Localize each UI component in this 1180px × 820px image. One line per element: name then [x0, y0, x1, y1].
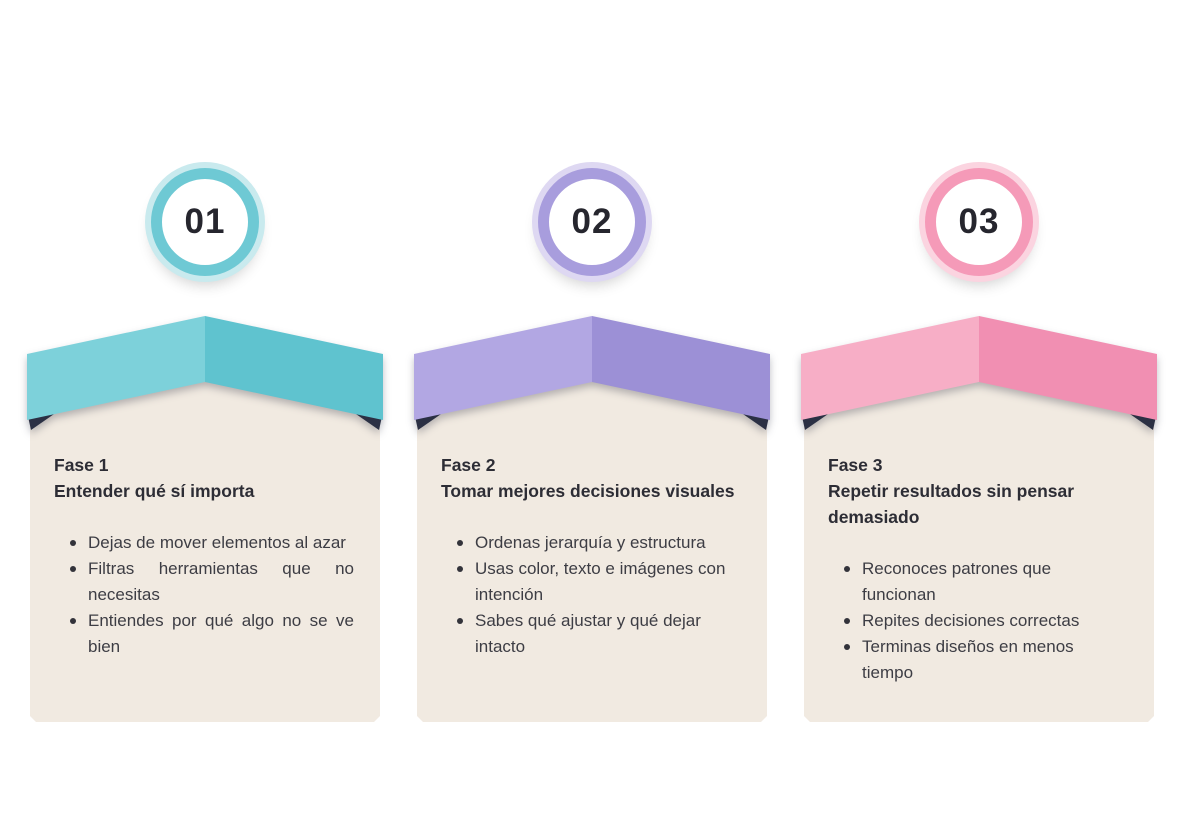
phase-number-badge: 02 — [538, 168, 646, 276]
phase-card: Fase 3 Repetir resultados sin pensar dem… — [804, 370, 1154, 722]
phase-column-3: 03 Fase 3 Repetir resultados sin pensar … — [801, 0, 1157, 820]
phase-title: Tomar mejores decisiones visuales — [441, 481, 735, 501]
bullet-item: Usas color, texto e imágenes con intenci… — [453, 556, 741, 608]
phase-number: 01 — [184, 202, 226, 241]
bullet-item: Dejas de mover elementos al azar — [66, 530, 354, 556]
phase-title: Repetir resultados sin pensar demasiado — [828, 481, 1075, 527]
phase-label: Fase 3 — [828, 455, 883, 475]
phase-card: Fase 1 Entender qué sí importa Dejas de … — [30, 370, 380, 722]
chevron-banner — [801, 316, 1157, 430]
bullet-item: Sabes qué ajustar y qué dejar intacto — [453, 608, 741, 660]
phase-column-2: 02 Fase 2 Tomar mejores decisiones visua… — [414, 0, 770, 820]
phase-label: Fase 1 — [54, 455, 109, 475]
bullet-item: Repites decisiones correctas — [840, 608, 1128, 634]
phase-number-badge: 01 — [151, 168, 259, 276]
phase-label: Fase 2 — [441, 455, 496, 475]
phase-number: 02 — [571, 202, 613, 241]
bullet-list: Dejas de mover elementos al azar Filtras… — [54, 530, 354, 660]
phase-number: 03 — [958, 202, 1000, 241]
bullet-item: Entiendes por qué algo no se ve bien — [66, 608, 354, 660]
chevron-banner — [27, 316, 383, 430]
bullet-item: Reconoces patrones que funcionan — [840, 556, 1128, 608]
bullet-item: Ordenas jerarquía y estructura — [453, 530, 741, 556]
phase-number-badge: 03 — [925, 168, 1033, 276]
bullet-list: Ordenas jerarquía y estructura Usas colo… — [441, 530, 741, 660]
chevron-banner — [414, 316, 770, 430]
bullet-item: Terminas diseños en menos tiempo — [840, 634, 1128, 686]
phase-title: Entender qué sí importa — [54, 481, 255, 501]
phase-column-1: 01 Fase 1 Entender qué sí importa Dejas … — [27, 0, 383, 820]
phase-card: Fase 2 Tomar mejores decisiones visuales… — [417, 370, 767, 722]
bullet-item: Filtras herramientas que no necesitas — [66, 556, 354, 608]
bullet-list: Reconoces patrones que funcionan Repites… — [828, 556, 1128, 686]
